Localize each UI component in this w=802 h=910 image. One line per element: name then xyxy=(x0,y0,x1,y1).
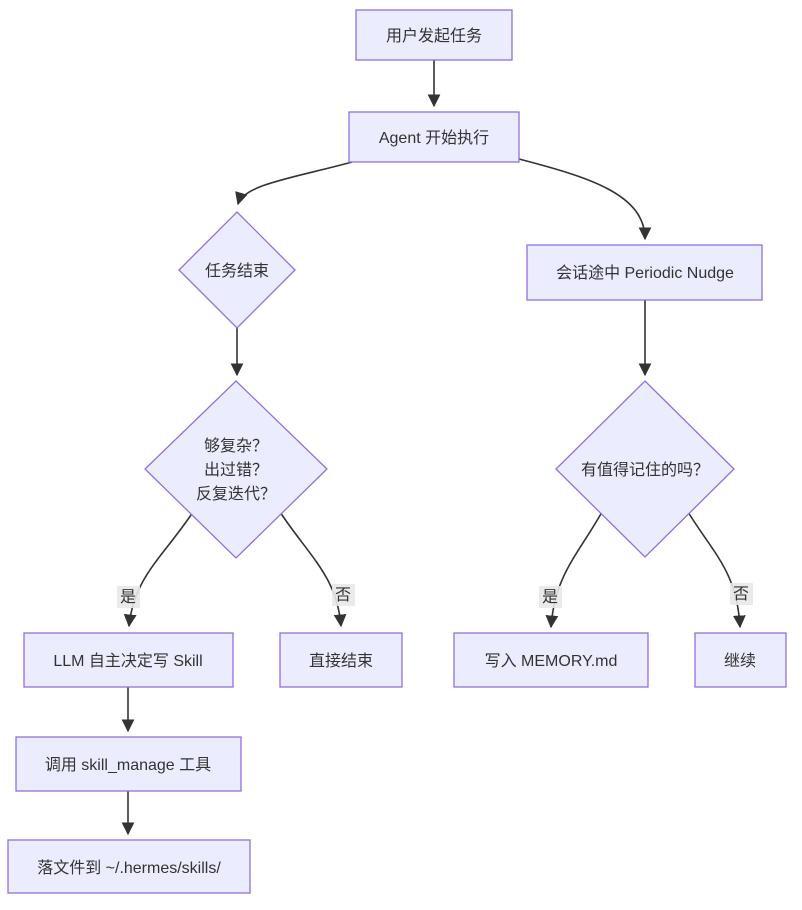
svg-text:有值得记住的吗？: 有值得记住的吗？ xyxy=(581,461,709,479)
node-skill-manage: 调用 skill_manage 工具 xyxy=(15,736,242,792)
edge-agent-start-to-periodic-nudge xyxy=(518,158,652,241)
svg-text:够复杂？: 够复杂？ xyxy=(204,437,268,455)
edge-label-no-left: 否 xyxy=(332,584,355,606)
svg-text:落文件到 ~/.hermes/skills/: 落文件到 ~/.hermes/skills/ xyxy=(37,859,221,877)
node-periodic-nudge: 会话途中 Periodic Nudge xyxy=(526,244,763,301)
edge-label-yes-right: 是 xyxy=(539,586,562,608)
svg-text:是: 是 xyxy=(120,589,136,606)
edge-labels: 是 否 是 否 xyxy=(117,583,753,608)
svg-text:继续: 继续 xyxy=(724,652,756,670)
edge-memory-check-yes xyxy=(545,511,603,629)
node-complex-check: 够复杂？ 出过错？ 反复迭代？ xyxy=(144,380,328,559)
node-direct-end: 直接结束 xyxy=(279,632,403,688)
node-skills-path: 落文件到 ~/.hermes/skills/ xyxy=(7,839,251,894)
svg-text:反复迭代？: 反复迭代？ xyxy=(196,485,276,503)
svg-text:是: 是 xyxy=(542,589,558,606)
node-write-memory: 写入 MEMORY.md xyxy=(453,632,649,688)
edges xyxy=(121,60,746,836)
node-task-end: 任务结束 xyxy=(178,211,296,329)
edge-label-yes-left: 是 xyxy=(117,586,140,608)
nodes: 用户发起任务 Agent 开始执行 任务结束 够复杂？ 出过错？ 反复迭代？ 会… xyxy=(7,9,787,894)
svg-text:直接结束: 直接结束 xyxy=(309,652,373,670)
edge-label-no-right: 否 xyxy=(730,583,753,605)
node-user-task: 用户发起任务 xyxy=(355,9,513,61)
node-memory-check: 有值得记住的吗？ xyxy=(555,380,735,558)
svg-text:否: 否 xyxy=(733,586,749,603)
svg-text:写入 MEMORY.md: 写入 MEMORY.md xyxy=(485,653,618,670)
svg-text:任务结束: 任务结束 xyxy=(205,262,269,280)
svg-text:调用 skill_manage 工具: 调用 skill_manage 工具 xyxy=(45,756,211,774)
svg-text:出过错？: 出过错？ xyxy=(204,461,268,479)
node-continue: 继续 xyxy=(694,632,787,688)
node-llm-skill: LLM 自主决定写 Skill xyxy=(23,632,234,688)
node-agent-start: Agent 开始执行 xyxy=(348,111,520,163)
svg-text:LLM 自主决定写 Skill: LLM 自主决定写 Skill xyxy=(53,652,202,670)
svg-text:Agent 开始执行: Agent 开始执行 xyxy=(379,129,489,147)
edge-complex-check-no xyxy=(279,511,347,628)
edge-complex-check-yes xyxy=(123,511,194,628)
edge-agent-start-to-task-end xyxy=(235,161,353,206)
edge-memory-check-no xyxy=(687,511,746,629)
svg-text:否: 否 xyxy=(335,587,351,604)
svg-text:用户发起任务: 用户发起任务 xyxy=(386,27,482,45)
svg-text:会话途中 Periodic Nudge: 会话途中 Periodic Nudge xyxy=(556,264,734,282)
